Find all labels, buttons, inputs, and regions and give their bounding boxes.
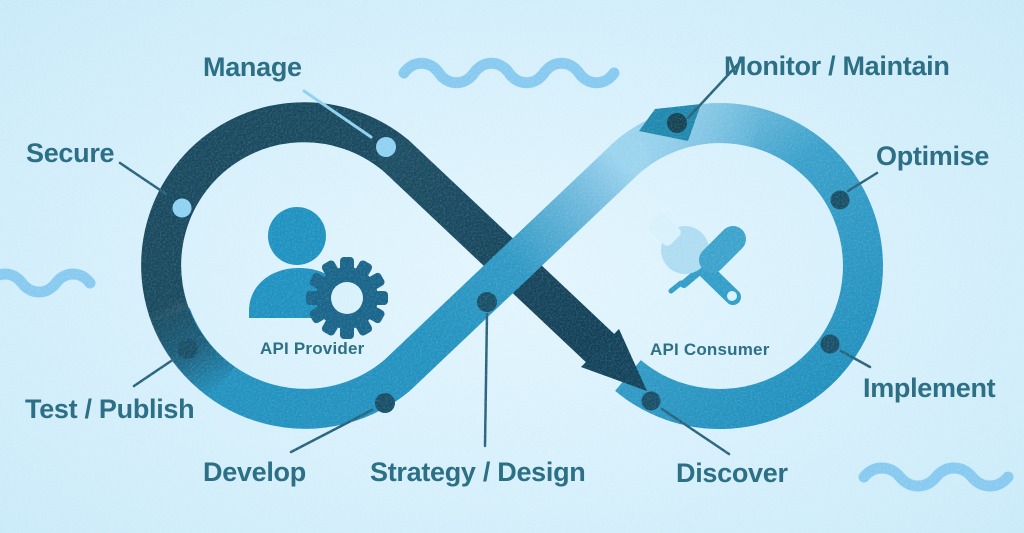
stage-label-strategy-design: Strategy / Design <box>370 457 586 487</box>
stage-label-develop: Develop <box>203 457 306 487</box>
stage-label-secure: Secure <box>26 138 115 168</box>
stage-label-discover: Discover <box>676 458 788 488</box>
api-provider-label: API Provider <box>260 339 365 358</box>
stage-label-monitor-maintain: Monitor / Maintain <box>724 51 950 81</box>
stage-label-manage: Manage <box>203 52 302 82</box>
stage-label-implement: Implement <box>863 373 996 403</box>
stage-label-test-publish: Test / Publish <box>25 394 195 424</box>
api-consumer-label: API Consumer <box>650 340 770 359</box>
stage-label-optimise: Optimise <box>876 141 990 171</box>
